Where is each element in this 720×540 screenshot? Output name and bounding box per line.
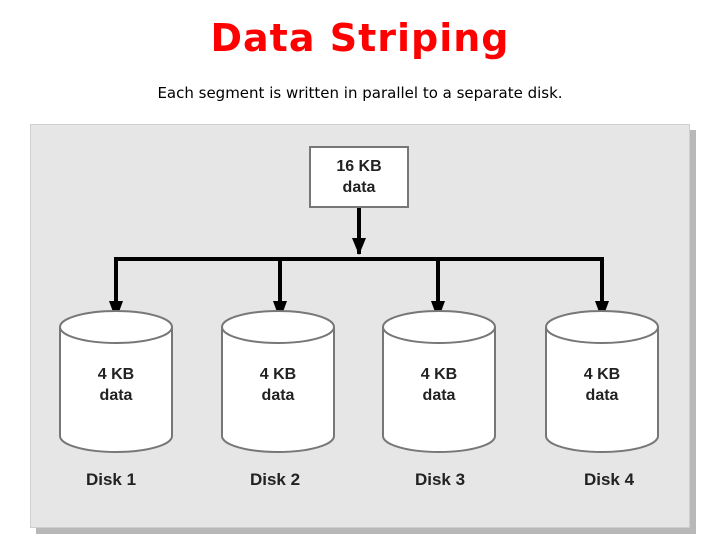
disk-3-data: data [422,387,456,404]
disk-4-size: 4 KB [583,366,621,383]
disk-1-cylinder [59,310,173,453]
disk-4-cylinder [545,310,659,453]
disk-1-name: Disk 1 [85,470,137,489]
disk-3-name: Disk 3 [414,470,466,489]
disk-1-size: 4 KB [97,366,135,383]
disk-4-data: data [585,387,619,404]
source-data-label: data [342,179,376,196]
source-size-label: 16 KB [336,158,382,175]
disk-1-data: data [99,387,133,404]
page-subtitle: Each segment is written in parallel to a… [157,84,563,102]
page-title: Data Striping [210,16,510,60]
disk-2-content: 4 KB data [222,364,334,406]
disk-2-cylinder [221,310,335,453]
disk-3-size: 4 KB [420,366,458,383]
disk-2-name: Disk 2 [249,470,301,489]
disk-3-cylinder [382,310,496,453]
disk-4-name: Disk 4 [583,470,635,489]
disk-1-content: 4 KB data [60,364,172,406]
source-arrowhead [352,238,366,255]
source-data-box: 16 KB data [309,146,409,208]
disk-3-content: 4 KB data [383,364,495,406]
disk-2-size: 4 KB [259,366,297,383]
disk-2-data: data [261,387,295,404]
disk-4-content: 4 KB data [546,364,658,406]
